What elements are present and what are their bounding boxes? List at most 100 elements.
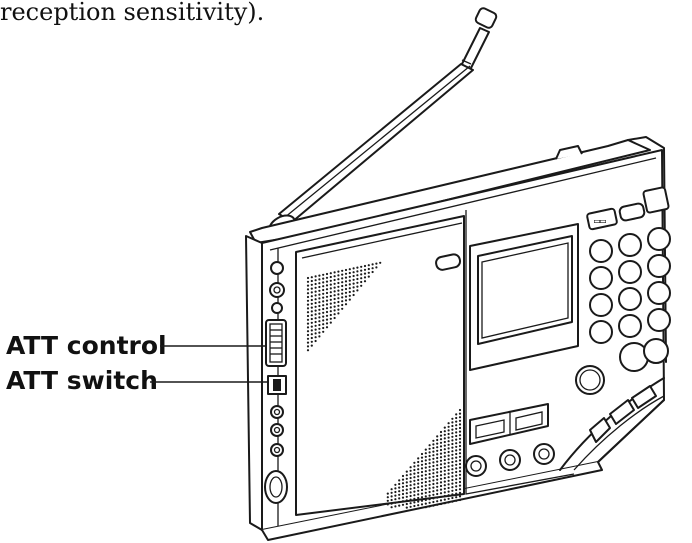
grille-dot — [341, 303, 344, 307]
grille-dot — [428, 498, 431, 501]
grille-dot — [458, 452, 462, 455]
grille-dot — [443, 487, 446, 490]
grille-dot — [329, 283, 332, 286]
grille-dot — [401, 478, 405, 481]
grille-dot — [310, 333, 313, 336]
grille-dot — [432, 475, 435, 478]
att-control-wheel[interactable] — [265, 319, 287, 367]
grille-dot — [451, 428, 454, 431]
grille-dot — [451, 442, 454, 446]
grille-dot — [424, 495, 427, 498]
grille-dot — [409, 498, 412, 501]
grille-dot — [436, 460, 439, 463]
grille-dot — [458, 473, 462, 476]
keypad-button[interactable] — [647, 254, 671, 278]
grille-dot — [424, 480, 427, 484]
grille-dot — [322, 307, 325, 311]
grille-dot — [333, 313, 336, 316]
grille-dot — [424, 470, 427, 473]
grille-dot — [455, 431, 458, 434]
keypad-button[interactable] — [647, 227, 671, 251]
grille-dot — [333, 271, 336, 274]
grille-dot — [310, 283, 313, 286]
grille-dot — [417, 500, 420, 503]
grille-dot — [333, 275, 336, 278]
keypad-button[interactable] — [589, 320, 613, 344]
grille-dot — [451, 460, 454, 464]
grille-dot — [398, 500, 401, 504]
grille-dot — [325, 303, 329, 306]
grille-dot — [424, 455, 427, 458]
grille-dot — [337, 285, 340, 288]
grille-dot — [356, 285, 359, 288]
grille-dot — [310, 317, 313, 321]
grille-dot — [310, 344, 313, 347]
keypad-button[interactable] — [647, 308, 671, 332]
grille-dot — [424, 477, 427, 480]
keypad-button[interactable] — [618, 260, 642, 284]
grille-dot — [455, 427, 458, 430]
grille-dot — [398, 490, 401, 493]
grille-dot — [363, 272, 367, 275]
grille-dot — [386, 499, 389, 502]
grille-dot — [405, 481, 408, 484]
keypad-button[interactable] — [589, 266, 613, 290]
grille-dot — [447, 494, 450, 497]
grille-dot — [318, 282, 321, 285]
grille-dot — [333, 309, 336, 312]
grille-dot — [325, 276, 329, 279]
grille-dot — [447, 486, 450, 490]
grille-dot — [322, 311, 325, 314]
speaker-panel — [295, 215, 465, 516]
grille-dot — [409, 502, 412, 505]
callout-att-control: ATT control — [6, 331, 266, 360]
grille-dot — [409, 469, 412, 472]
grille-dot — [428, 458, 431, 461]
grille-dot — [348, 279, 351, 282]
grille-dot — [413, 465, 416, 468]
grille-dot — [413, 472, 416, 475]
grille-dot — [420, 456, 424, 459]
keypad-button[interactable] — [618, 233, 642, 257]
grille-dot — [439, 499, 443, 502]
grille-dot — [451, 471, 454, 474]
grille-dot — [401, 503, 405, 506]
grille-dot — [436, 449, 439, 452]
grille-dot — [443, 462, 446, 465]
att-switch[interactable] — [267, 375, 287, 395]
grille-dot — [341, 277, 344, 280]
keypad-button[interactable] — [618, 314, 642, 338]
grille-dot — [401, 500, 405, 503]
grille-dot — [447, 465, 450, 468]
grille-dot — [451, 432, 454, 435]
grille-dot — [439, 456, 443, 459]
grille-dot — [420, 452, 424, 456]
keypad-button[interactable] — [589, 293, 613, 317]
grille-dot — [306, 299, 310, 302]
grille-dot — [424, 448, 427, 451]
grille-dot — [394, 483, 397, 486]
grille-dot — [428, 494, 431, 497]
grille-dot — [348, 275, 351, 278]
grille-dot — [310, 291, 313, 294]
grille-dot — [439, 492, 443, 495]
grille-dot — [413, 504, 416, 508]
grille-dot — [409, 494, 412, 498]
grille-dot — [306, 314, 310, 318]
keypad-button[interactable] — [618, 287, 642, 311]
grille-dot — [333, 301, 336, 304]
grille-dot — [428, 490, 431, 494]
grille-dot — [337, 308, 340, 311]
grille-dot — [322, 277, 325, 280]
grille-dot — [428, 454, 431, 458]
grille-dot — [325, 284, 329, 287]
grille-dot — [329, 310, 332, 313]
keypad-button[interactable] — [589, 239, 613, 263]
grille-dot — [439, 477, 443, 480]
grille-dot — [322, 292, 325, 295]
grille-dot — [333, 278, 336, 282]
grille-dot — [443, 451, 446, 454]
keypad-button[interactable] — [647, 281, 671, 305]
grille-dot — [432, 443, 435, 446]
grille-dot — [432, 490, 435, 493]
